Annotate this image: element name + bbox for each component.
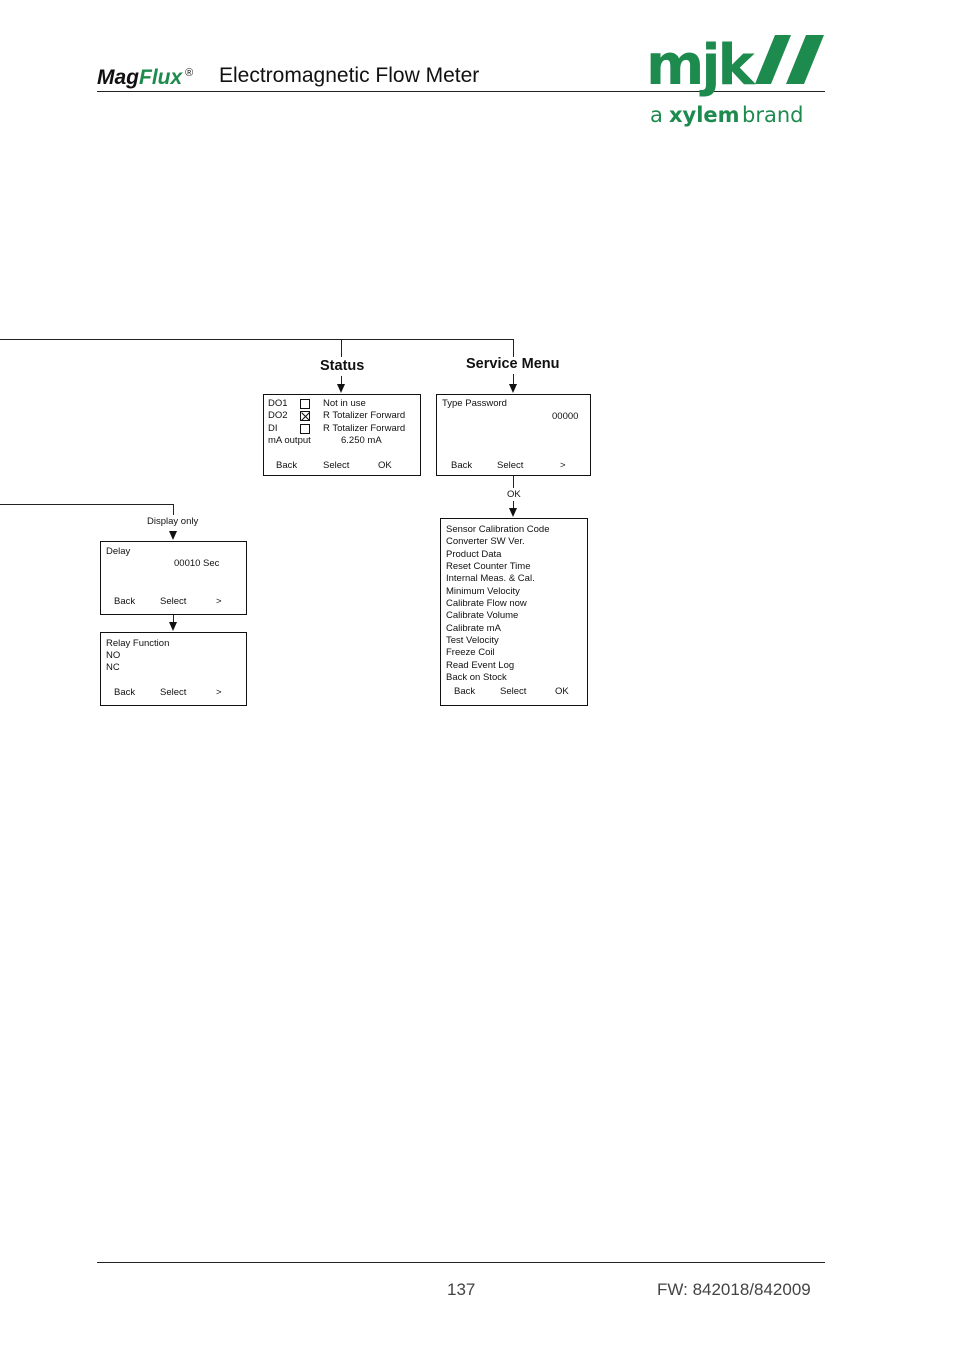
status-heading: Status [320,358,365,374]
relay-option-nc: NC [106,662,120,673]
service-select-button: Select [500,686,527,697]
service-menu-screen: Sensor Calibration Code Converter SW Ver… [440,518,588,706]
menu-item: Freeze Coil [446,647,495,659]
relay-option-no: NO [106,650,121,661]
service-list-arrow-icon [509,508,517,517]
password-value: 00000 [552,411,579,422]
brand-flux: Flux [139,66,183,89]
menu-item: Reset Counter Time [446,561,531,573]
ok-connector-line-top [513,476,514,488]
document-title: Electromagnetic Flow Meter [219,64,480,87]
top-connector-line [0,339,514,340]
delay-select-button: Select [160,596,187,607]
menu-item: Internal Meas. & Cal. [446,573,535,585]
menu-item: Calibrate mA [446,622,501,634]
service-back-button: Back [454,686,476,697]
menu-item: Minimum Velocity [446,585,520,597]
status-screen: DO1 Not in use DO2 R Totalizer Forward D… [263,394,421,476]
menu-item: Calibrate Volume [446,610,519,622]
do1-value: Not in use [323,398,366,409]
display-only-label: Display only [147,516,199,527]
delay-title: Delay [106,546,131,557]
service-menu-heading: Service Menu [466,356,560,372]
do2-label: DO2 [268,410,288,421]
do2-value: R Totalizer Forward [323,410,406,421]
di-label: DI [268,423,278,434]
status-select-button: Select [323,460,350,471]
relay-back-button: Back [114,687,136,698]
mjk-xylem-logo: mjk a xylem brand [646,33,824,127]
display-only-connector-line [0,504,174,505]
do1-checkbox [300,399,310,409]
ma-output-label: mA output [268,435,311,446]
delay-screen: Delay 00010 Sec Back Select > [100,541,247,615]
di-checkbox [300,424,310,434]
logo-wordmark: mjk [646,33,757,98]
delay-next-button: > [216,596,222,607]
status-branch-line [341,339,342,357]
service-branch-line [513,339,514,357]
delay-arrow-icon [169,531,177,540]
logo-tagline-prefix: a [650,103,663,127]
display-only-branch-line [173,504,174,515]
di-value: R Totalizer Forward [323,423,406,434]
password-select-button: Select [497,460,524,471]
menu-item: Read Event Log [446,659,515,671]
menu-item: Test Velocity [446,635,499,647]
menu-item: Product Data [446,548,502,560]
menu-item: Back on Stock [446,672,507,684]
menu-item: Sensor Calibration Code [446,524,550,535]
relay-function-screen: Relay Function NO NC Back Select > [100,632,247,706]
do2-checkbox-checked [300,411,310,421]
logo-tagline-suffix: brand [742,103,803,127]
service-menu-list: Sensor Calibration Code Converter SW Ver… [446,524,550,684]
relay-arrow-icon [169,622,177,631]
brand-mag: Mag [97,66,139,89]
password-title: Type Password [442,398,507,409]
ma-output-value: 6.250 mA [341,435,382,446]
password-next-button: > [560,460,566,471]
ok-connector-line-bottom [513,501,514,509]
relay-arrow-stem [173,615,174,623]
logo-tagline-brand: xylem [669,103,740,127]
status-arrow-stem [341,376,342,384]
product-brand: MagFlux® [97,66,193,90]
delay-value: 00010 Sec [174,558,220,569]
menu-item: Converter SW Ver. [446,536,525,548]
ok-label: OK [507,489,521,500]
service-arrow-stem [513,374,514,384]
service-arrow-icon [509,384,517,393]
registered-mark: ® [185,67,194,79]
page-number: 137 [447,1280,476,1299]
menu-item: Calibrate Flow now [446,598,527,610]
firmware-version: FW: 842018/842009 [657,1280,811,1299]
password-back-button: Back [451,460,473,471]
status-ok-button: OK [378,460,392,471]
status-arrow-icon [337,384,345,393]
relay-next-button: > [216,687,222,698]
footer-divider [97,1262,825,1263]
status-back-button: Back [276,460,298,471]
header-divider [97,91,825,92]
service-ok-button: OK [555,686,569,697]
relay-function-title: Relay Function [106,638,170,649]
relay-select-button: Select [160,687,187,698]
delay-back-button: Back [114,596,136,607]
do1-label: DO1 [268,398,288,409]
password-screen: Type Password 00000 Back Select > [436,394,591,476]
